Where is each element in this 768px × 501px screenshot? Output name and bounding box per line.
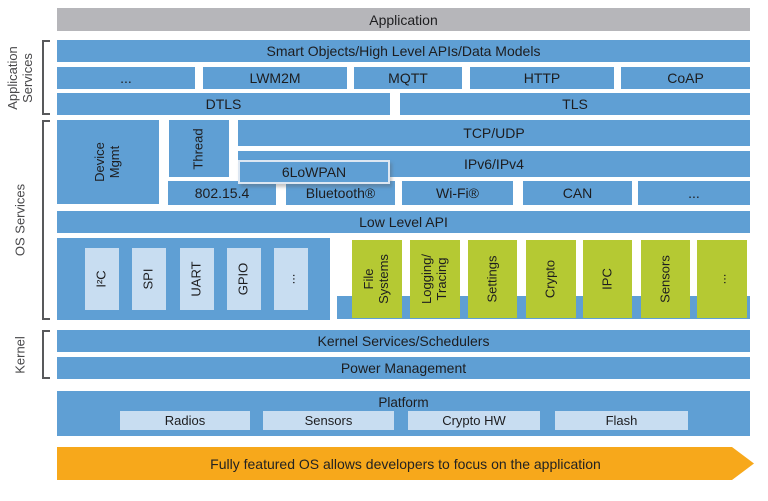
block-crypto: Crypto [526, 240, 576, 318]
block-gpio-text: GPIO [235, 262, 251, 296]
platform-title: Platform [378, 395, 429, 410]
block-lwm2m: LWM2M [203, 67, 347, 89]
os-services-bracket [42, 120, 50, 320]
block-dtls: DTLS [57, 93, 390, 115]
block-sensors-service: Sensors [641, 240, 690, 318]
block-gpio: GPIO [227, 248, 261, 310]
block-can: CAN [523, 181, 632, 205]
block-coap: CoAP [621, 67, 750, 89]
application-bar: Application [57, 8, 750, 31]
kernel-label-text: Kernel [12, 335, 28, 374]
block-ipc-text: IPC [599, 268, 615, 290]
block-6lowpan: 6LoWPAN [238, 160, 390, 184]
block-i2c-text: I²C [93, 270, 109, 288]
block-services-ellipsis-text: ... [713, 273, 729, 285]
block-power-management: Power Management [57, 357, 750, 379]
banner-arrow: Fully featured OS allows developers to f… [57, 447, 754, 480]
platform-box: Platform Radios Sensors Crypto HW Flash [57, 391, 750, 436]
block-kernel-services: Kernel Services/Schedulers [57, 330, 750, 352]
block-crypto-hw: Crypto HW [408, 411, 540, 430]
app-services-label-text: Application Services [5, 45, 35, 110]
block-thread: Thread [169, 120, 229, 177]
block-file-systems-text: File Systems [361, 254, 391, 304]
block-mqtt: MQTT [354, 67, 462, 89]
block-smart-objects: Smart Objects/High Level APIs/Data Model… [57, 40, 750, 62]
block-802154: 802.15.4 [168, 181, 276, 205]
block-wifi: Wi-Fi® [402, 181, 513, 205]
block-sensors-service-text: Sensors [657, 255, 673, 303]
block-drivers-ellipsis: ... [274, 248, 308, 310]
block-uart: UART [180, 248, 214, 310]
block-settings: Settings [468, 240, 517, 318]
block-http: HTTP [470, 67, 614, 89]
block-spi: SPI [132, 248, 166, 310]
block-uart-text: UART [188, 261, 204, 297]
os-services-label: OS Services [0, 120, 42, 320]
block-spi-text: SPI [140, 268, 156, 290]
block-drivers-ellipsis-text: ... [282, 273, 298, 285]
block-tcp-udp: TCP/UDP [238, 120, 750, 146]
block-sensors-hw: Sensors [263, 411, 394, 430]
app-services-label: Application Services [0, 40, 42, 115]
block-crypto-text: Crypto [542, 259, 558, 299]
block-low-level-api: Low Level API [57, 211, 750, 233]
block-logging-tracing: Logging/ Tracing [410, 240, 460, 318]
block-ipc: IPC [583, 240, 632, 318]
block-thread-text: Thread [190, 127, 206, 170]
block-settings-text: Settings [484, 255, 500, 303]
kernel-bracket [42, 330, 50, 379]
block-device-mgmt: Device Mgmt [57, 120, 159, 204]
block-bluetooth: Bluetooth® [286, 181, 395, 205]
block-connectivity-ellipsis: ... [638, 181, 750, 205]
block-logging-tracing-text: Logging/ Tracing [419, 254, 449, 304]
block-protocol-ellipsis: ... [57, 67, 195, 89]
app-services-bracket [42, 40, 50, 115]
block-services-ellipsis: ... [697, 240, 747, 318]
block-radios: Radios [120, 411, 250, 430]
os-services-label-text: OS Services [12, 183, 28, 257]
block-tls: TLS [400, 93, 750, 115]
block-device-mgmt-text: Device Mgmt [92, 142, 122, 182]
block-flash: Flash [555, 411, 688, 430]
kernel-label: Kernel [0, 330, 42, 379]
block-file-systems: File Systems [352, 240, 402, 318]
block-i2c: I²C [85, 248, 119, 310]
